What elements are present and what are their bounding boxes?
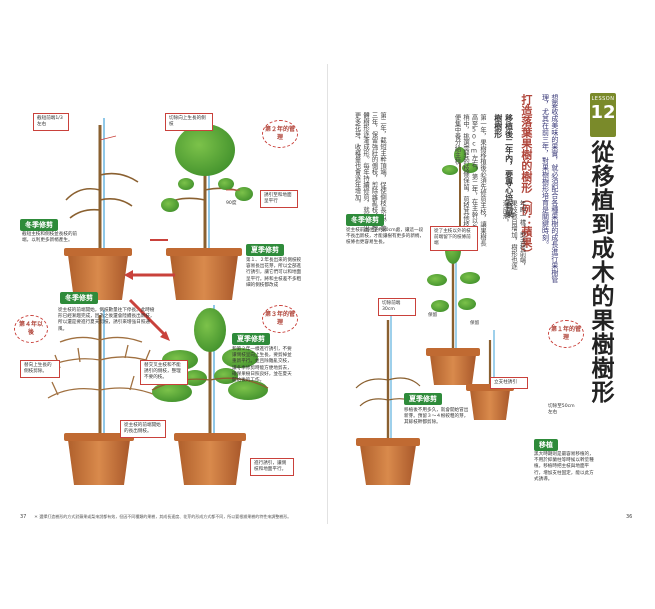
label-summer-year2: 夏季修剪 (246, 244, 284, 256)
note-90deg: 90度 (226, 201, 237, 206)
tree-year3-summer (151, 305, 269, 485)
left-footnote: ＊ 選擇打造樹形的方式對蘋果或梨來說都有效，但因不同種類的果樹，其成長速度、花芽… (34, 514, 292, 519)
note-winter-year2: 截短主枝和側枝並長枝的前端，以利更多新梢產生。 (22, 232, 78, 244)
tree-year3-winter (39, 310, 161, 485)
lesson-label: LESSON (591, 96, 615, 102)
note-tr-summer: 從主枝前端往下約30cm處，讓這一段不長出新枝，才能讓樹有更多的新梢，枝條也更容… (346, 228, 425, 246)
right-page-number: 36 (626, 514, 633, 520)
tree-year2-winter (64, 118, 139, 300)
label-winter-planting: 冬季修剪 (346, 214, 384, 226)
section-body-3: 年時一樣，剪去枝前端，果枝數目增加，樹形也逐漸成形。 (501, 200, 526, 270)
note-planting-box: 黑大時期則是最容易移植的，不用於抑蘭柱等時候以幹莖種植。移植時把主枝與地面平行，… (534, 452, 594, 482)
note-planting: 移植後不用多久，就會開始冒出新芽。預留３～４根較粗的芽，其餘枝幹都剪除。 (404, 408, 469, 426)
tree-year2-summer (161, 118, 253, 300)
note-cut-front-30: 切除前端30cm (378, 298, 416, 317)
note-retain-2: 保留 (470, 321, 480, 326)
note-retain-1: 保留 (428, 313, 438, 318)
note-summer-year2: 第１、２年長出來的側枝較容易長出花芽，所以全部進行誘引，讓它們可以和地面呈平行。… (246, 258, 302, 288)
note-cut-upward: 切除向上生長的側枝 (165, 113, 213, 132)
label-winter-year2: 冬季修剪 (20, 219, 58, 231)
lesson-badge: LESSON 12 (590, 93, 616, 137)
page-gutter (327, 64, 328, 524)
section-subtitle: 移植後二年內，要專心培育果樹樹形 (493, 114, 514, 218)
year-badge-2: 第２年的管理 (262, 120, 298, 149)
note-winter-year3: 從主枝的前端開始，側枝數量往下停長。此時樹形已經漸趨完成，因為之後還會陸續長出新… (58, 308, 155, 332)
label-winter-year3: 冬季修剪 (60, 292, 98, 304)
note-angle: 誘引至和地面呈平行 (260, 190, 298, 209)
intro-text: 想要收成美味的果實，就必須配合各種果樹的成長進行果樹管理，尤其在前三年，對果樹樹… (541, 94, 559, 283)
tree-planting-summer (426, 235, 480, 385)
label-summer-year3: 夏季修剪 (232, 333, 270, 345)
note-cut-third: 截短前端1/3左右 (33, 113, 69, 132)
label-planting: 移植 (534, 439, 558, 451)
note-tr-winter: 從了主枝以外的枝前端留下的枝條前端 (430, 226, 478, 251)
section-body-1: 第一年，果樹移植後必須先修剪主枝，讓果樹長高至50cm左右。第二年，在主幹以外的… (453, 114, 487, 247)
note-stake: 立支柱誘引 (490, 377, 528, 390)
section-body-2: 第二年，截短主幹頂端，促使側枝長出。第三年，保留強壯的側枝，剪除雜亂枝，讓整體樹… (353, 112, 387, 232)
year-badge-4: 第４年以後 (14, 315, 48, 344)
tree-year1-sketch (442, 147, 478, 230)
note-upward: 替向上生長的側枝剪除。 (20, 360, 60, 379)
note-guide: 進行誘引，讓側枝和地面平行。 (250, 458, 294, 477)
note-front-branch: 從主枝的前端開始的長出側枝。 (120, 420, 166, 439)
note-summer-year3: 和第２年一樣進行誘引，不要讓側枝呈向上生長，要剪掉並重新平行。並且除雜亂交枝，讓… (232, 347, 292, 383)
year-badge-3: 第３年的管理 (262, 305, 298, 334)
tree-planting-cut (355, 315, 421, 485)
year-badge-1: 第１年的管理 (548, 320, 584, 349)
section-title: 打造落葉果樹的樹形（例：蘋果） (519, 94, 533, 259)
note-cross: 替交叉主枝和不能誘引的側枝，整理不要的枝。 (140, 360, 188, 385)
note-cut-50: 切除至50cm左右 (548, 404, 575, 416)
left-page-number: 37 (20, 514, 27, 520)
page-title: 從移植到成木的果樹樹形 (587, 140, 614, 404)
lesson-number: 12 (590, 102, 616, 123)
label-summer-planting: 夏季修剪 (404, 393, 442, 405)
